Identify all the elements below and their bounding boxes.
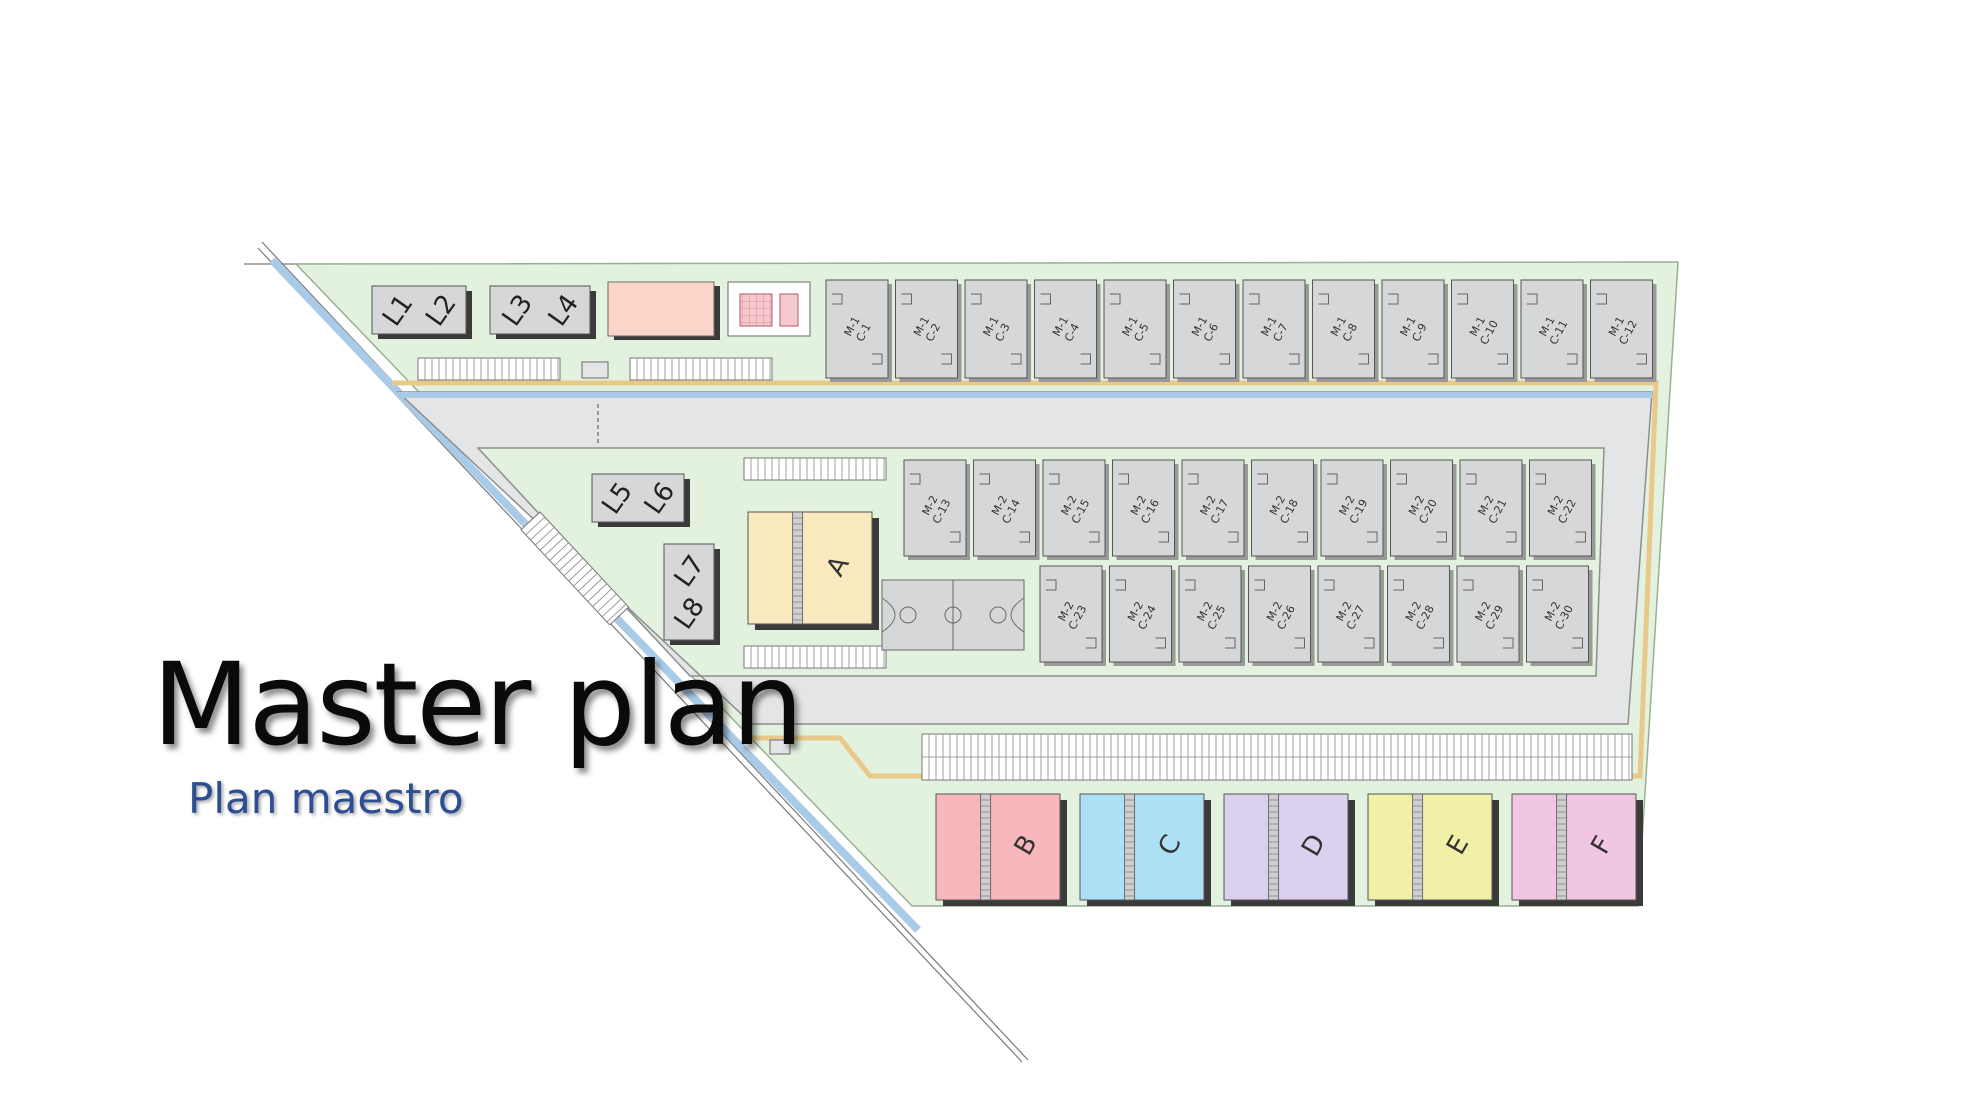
slide-title: Master plan [152,638,804,771]
parking-strips [417,357,1633,781]
apartment-unit: M-2C-25 [1178,565,1245,666]
apartment-unit: M-1C-5 [1103,279,1170,382]
apartment-unit: M-2C-20 [1390,459,1457,560]
apartment-unit: M-2C-16 [1112,459,1179,560]
apartment-unit: M-1C-6 [1173,279,1240,382]
building-e: E [1367,793,1499,906]
apartment-unit: M-1C-4 [1034,279,1101,382]
apartment-unit: M-1C-12 [1590,279,1657,382]
apartment-unit: M-2C-30 [1526,565,1593,666]
apartment-unit: M-2C-26 [1248,565,1315,666]
slide-subtitle: Plan maestro [188,774,464,823]
apartment-unit: M-2C-23 [1039,565,1106,666]
apartment-unit: M-1C-1 [825,279,892,382]
building-f: F [1511,793,1643,906]
building-d: D [1223,793,1355,906]
sports-court [881,579,1025,651]
apartment-unit: M-1C-7 [1242,279,1309,382]
building-a: A [747,511,879,630]
apartment-unit: M-2C-22 [1529,459,1596,560]
apartment-unit: M-1C-10 [1451,279,1518,382]
apartment-unit: M-2C-27 [1317,565,1384,666]
apartment-unit: M-2C-19 [1320,459,1387,560]
apartment-unit: M-1C-8 [1312,279,1379,382]
apartment-unit: M-1C-11 [1520,279,1587,382]
apartment-unit: M-2C-18 [1251,459,1318,560]
service-area [581,281,811,755]
apartment-unit: M-1C-3 [964,279,1031,382]
apartment-unit: M-2C-13 [903,459,970,560]
apartment-unit: M-2C-17 [1181,459,1248,560]
apartment-unit: M-1C-9 [1381,279,1448,382]
building-c: C [1079,793,1211,906]
apartment-unit: M-2C-15 [1042,459,1109,560]
apartment-unit: M-2C-28 [1387,565,1454,666]
apartment-unit: M-1C-2 [895,279,962,382]
apartment-unit: M-2C-14 [973,459,1040,560]
apartment-unit: M-2C-24 [1109,565,1176,666]
building-b: B [935,793,1067,906]
apartment-unit: M-2C-21 [1459,459,1526,560]
canal [269,257,921,933]
apartment-unit: M-2C-29 [1456,565,1523,666]
